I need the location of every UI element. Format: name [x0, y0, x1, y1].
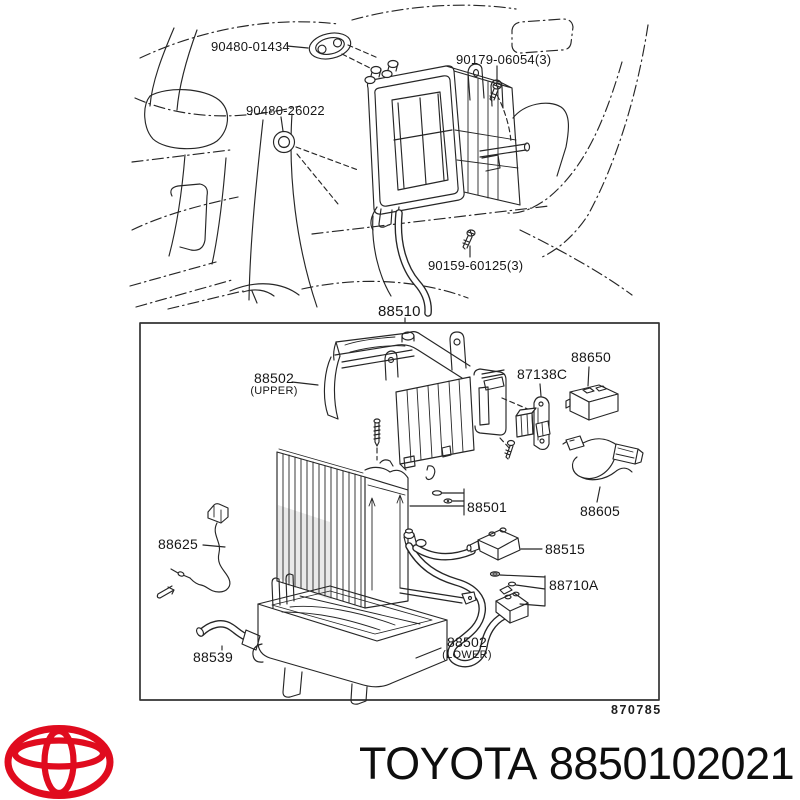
leader-88710A: [499, 574, 546, 607]
figure-number: 870785: [611, 703, 662, 717]
oring-88501-drawing: [431, 490, 453, 504]
leader-88650: [587, 366, 590, 387]
part-label-88605: 88605: [580, 503, 620, 519]
part-label-88515: 88515: [545, 541, 585, 557]
part-label-88710A: 88710A: [549, 577, 599, 593]
part-label-88502-upper: 88502 (UPPER): [248, 371, 300, 397]
pipes-drawing: [403, 528, 508, 668]
part-label-88502-lower: 88502 (LOWER): [438, 635, 496, 661]
tube-fitting-88710A-drawing: [489, 571, 529, 624]
part-label-88625: 88625: [158, 536, 198, 552]
oval-grommet-drawing: [308, 32, 352, 60]
part-label-90480-26022: 90480-26022: [246, 103, 325, 118]
leader-90480-26022: [280, 116, 284, 132]
part-number: 88502: [254, 370, 294, 386]
dashboard-sketch: [129, 4, 649, 310]
evaporator-unit-drawing: [364, 59, 531, 231]
harness-drawing: [562, 435, 644, 481]
amplifier-drawing: [565, 384, 619, 421]
leader-88605: [596, 486, 601, 503]
drain-hose-drawing: [195, 620, 261, 651]
part-number: 88502: [447, 634, 487, 650]
part-position-note: (LOWER): [442, 648, 492, 661]
leader-90480-01434: [286, 45, 309, 49]
resistor-drawing: [504, 396, 551, 460]
leader-87138C: [539, 383, 542, 397]
part-label-88650: 88650: [571, 349, 611, 365]
part-label-90159-60125: 90159-60125(3): [428, 258, 524, 273]
grommet-dash-lines: [341, 44, 379, 69]
evaporator-core-drawing: [276, 448, 409, 609]
part-label-90480-01434: 90480-01434: [211, 39, 290, 54]
toyota-logo: [4, 725, 114, 799]
leader-88625: [202, 544, 226, 548]
part-label-88501: 88501: [467, 499, 507, 515]
assembly-box-border: [139, 322, 660, 701]
part-position-note: (UPPER): [250, 384, 298, 397]
leader-88502-lower: [415, 647, 442, 659]
screw-icon-lower: [462, 229, 476, 250]
part-label-87138C: 87138C: [517, 366, 568, 382]
brand-name: TOYOTA: [359, 738, 537, 789]
screw-dash-line: [496, 94, 512, 143]
catalog-part-number: 8850102021: [548, 738, 795, 789]
round-grommet-dash-lines: [295, 146, 359, 205]
part-label-90179-06054: 90179-06054(3): [456, 52, 552, 67]
lower-case-drawing: [252, 573, 477, 705]
valve-drawing: [466, 527, 521, 561]
upper-case-drawing: [323, 331, 531, 481]
part-label-88510: 88510: [378, 303, 421, 320]
thermistor-drawing: [156, 503, 231, 599]
unit-drain-hose-drawing: [372, 209, 432, 317]
part-label-88539: 88539: [193, 649, 233, 665]
leader-88502-upper: [291, 381, 319, 386]
leader-88501: [409, 488, 465, 516]
round-grommet-drawing: [272, 130, 296, 154]
